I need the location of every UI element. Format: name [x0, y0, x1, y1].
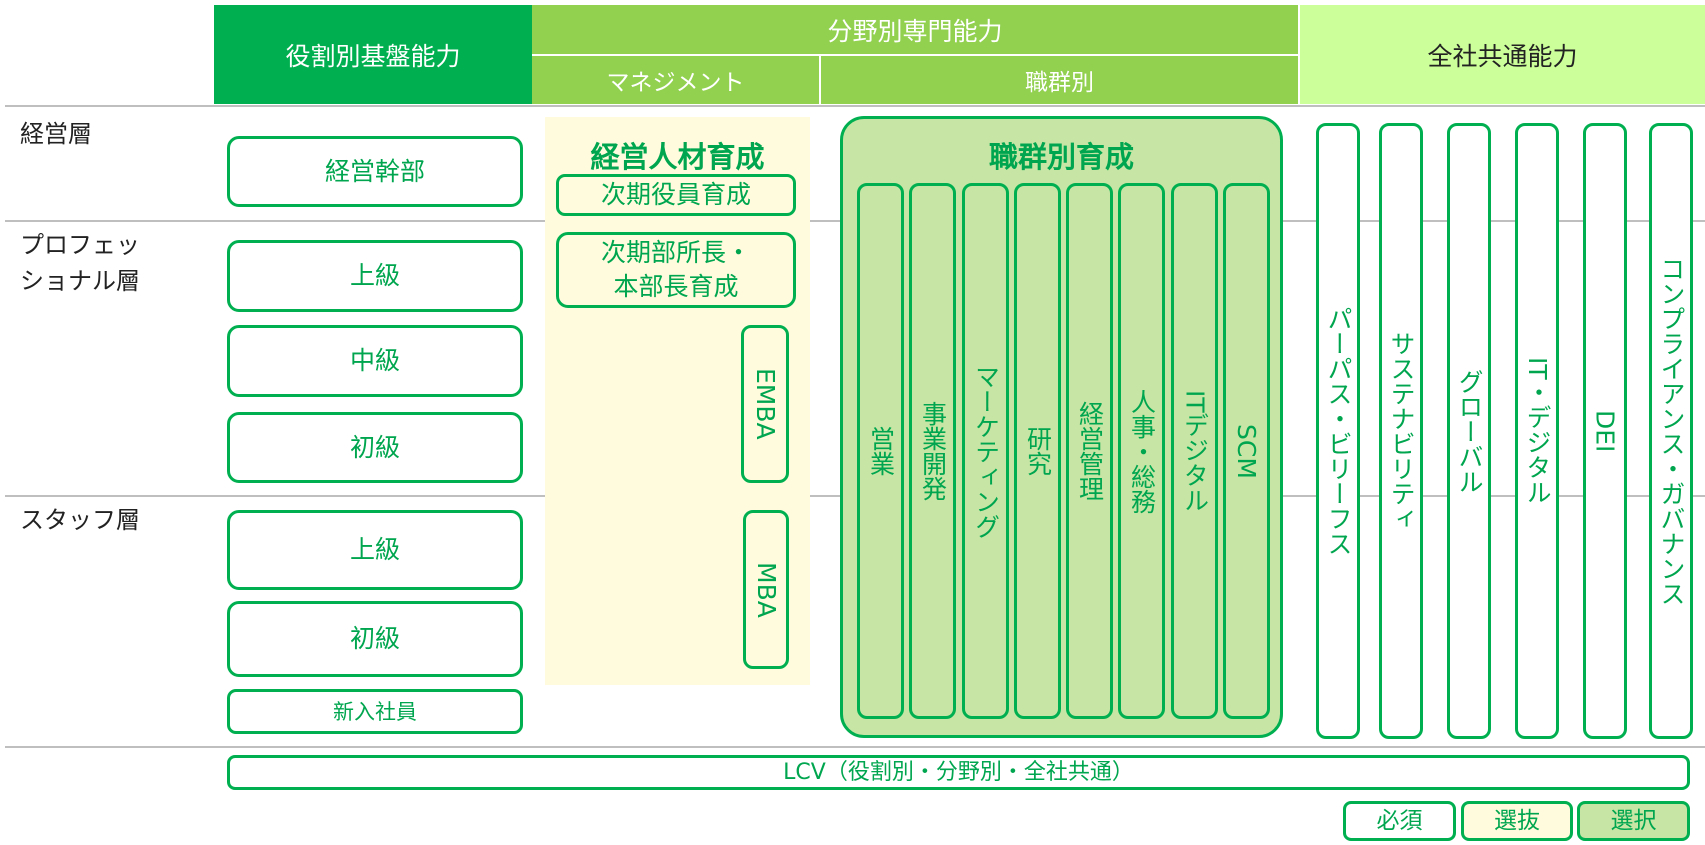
role-box-pro-middle: 中級 [227, 325, 523, 397]
job-column-sales: 営業 [857, 183, 904, 719]
common-sustainability: サステナビリティ [1379, 123, 1423, 739]
role-box-pro-junior: 初級 [227, 412, 523, 483]
header-role-based: 役割別基盤能力 [214, 5, 532, 104]
job-column-business-dev: 事業開発 [909, 183, 956, 719]
job-column-scm: SCM [1223, 183, 1270, 719]
role-box-pro-senior: 上級 [227, 240, 523, 312]
role-box-executive: 経営幹部 [227, 136, 523, 207]
row-label-professional-line2: ショナル層 [20, 267, 140, 295]
common-global: グローバル [1447, 123, 1491, 739]
header-role-based-label: 役割別基盤能力 [285, 41, 461, 71]
next-manager-line2: 本部長育成 [613, 272, 739, 301]
row-label-executive: 経営層 [20, 120, 92, 148]
divider [5, 105, 1705, 107]
job-column-marketing: マーケティング [962, 183, 1009, 719]
divider [5, 746, 1705, 748]
job-group-title: 職群別育成 [988, 140, 1134, 174]
header-field-specialized: 分野別専門能力 [532, 5, 1298, 54]
row-label-staff: スタッフ層 [20, 506, 140, 534]
header-management-label: マネジメント [606, 70, 745, 96]
next-manager-line1: 次期部所長・ [600, 238, 751, 267]
lcv-bar: LCV（役割別・分野別・全社共通） [227, 755, 1690, 790]
header-job-group-label: 職群別 [1025, 70, 1094, 96]
header-job-group: 職群別 [821, 56, 1298, 104]
common-dei: DEI [1583, 123, 1627, 739]
common-purpose-beliefs: パーパス・ビリーフス [1316, 123, 1360, 739]
job-column-management: 経営管理 [1066, 183, 1113, 719]
management-title: 経営人材育成 [590, 140, 765, 174]
role-box-staff-junior: 初級 [227, 601, 523, 677]
next-manager-box: 次期部所長・ 本部長育成 [556, 232, 796, 308]
emba-box: EMBA [741, 325, 789, 483]
job-column-research: 研究 [1014, 183, 1061, 719]
header-management: マネジメント [532, 56, 819, 104]
job-column-hr: 人事・総務 [1118, 183, 1165, 719]
header-company-common-label: 全社共通能力 [1427, 41, 1578, 71]
role-box-staff-senior: 上級 [227, 510, 523, 590]
common-compliance: コンプライアンス・ガバナンス [1649, 123, 1693, 739]
job-column-it-digital: ITデジタル [1171, 183, 1218, 719]
next-officer-box: 次期役員育成 [556, 174, 796, 216]
row-label-professional-line1: プロフェッ [20, 231, 140, 259]
legend-selected: 選抜 [1461, 801, 1573, 841]
header-field-specialized-label: 分野別専門能力 [827, 16, 1003, 46]
header-company-common: 全社共通能力 [1300, 5, 1705, 104]
role-box-new-hire: 新入社員 [227, 689, 523, 734]
legend-required: 必須 [1343, 801, 1456, 841]
common-it-digital: IT・デジタル [1515, 123, 1559, 739]
legend-elective: 選択 [1577, 801, 1690, 841]
row-label-professional: プロフェッ ショナル層 [20, 227, 140, 299]
mba-box: MBA [743, 510, 789, 669]
